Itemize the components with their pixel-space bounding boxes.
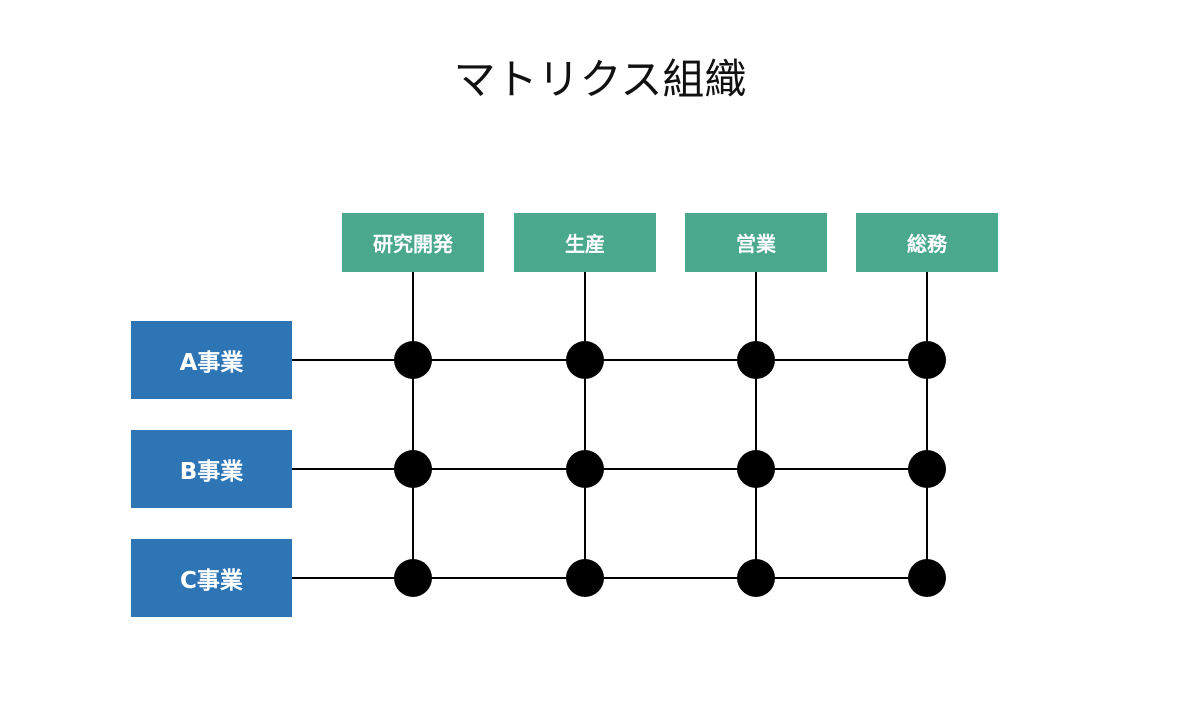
matrix-node	[566, 559, 604, 597]
function-box-sales: 営業	[685, 213, 827, 272]
matrix-node	[908, 450, 946, 488]
business-box-c: C事業	[131, 539, 292, 617]
matrix-node	[394, 559, 432, 597]
business-box-b: B事業	[131, 430, 292, 508]
matrix-node	[737, 341, 775, 379]
matrix-node	[737, 450, 775, 488]
matrix-node	[737, 559, 775, 597]
matrix-node	[908, 559, 946, 597]
business-box-a: A事業	[131, 321, 292, 399]
matrix-node	[908, 341, 946, 379]
diagram-title: マトリクス組織	[453, 55, 747, 104]
matrix-node	[566, 341, 604, 379]
matrix-node	[566, 450, 604, 488]
function-box-general-affairs: 総務	[856, 213, 998, 272]
function-box-rd: 研究開発	[342, 213, 484, 272]
matrix-node	[394, 450, 432, 488]
function-box-production: 生産	[514, 213, 656, 272]
matrix-node	[394, 341, 432, 379]
